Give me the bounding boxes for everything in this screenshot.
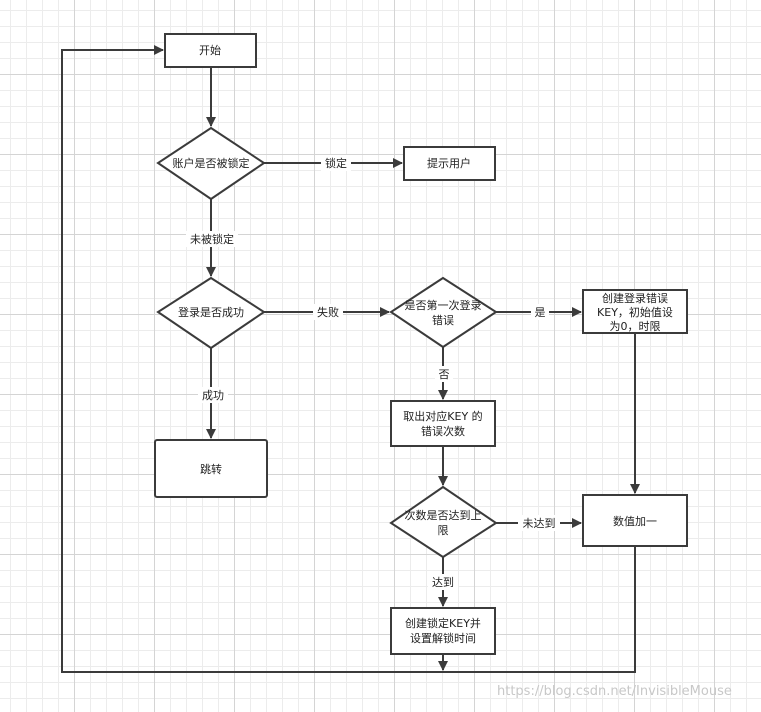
node-create-error-key-line1: 创建登录错误 bbox=[602, 291, 668, 305]
decision-login-success-check: 登录是否成功 bbox=[156, 276, 266, 350]
edge-label-not-reached: 未达到 bbox=[523, 517, 556, 530]
edge-label-success: 成功 bbox=[202, 389, 224, 402]
node-get-error-count: 取出对应KEY 的 错误次数 bbox=[390, 400, 496, 447]
node-jump-label: 跳转 bbox=[200, 462, 222, 476]
node-start-label: 开始 bbox=[199, 43, 221, 57]
decision-limit-check-line2: 限 bbox=[438, 524, 449, 537]
decision-first-error-label-line1: 是否第一次登录 bbox=[405, 298, 482, 312]
node-create-error-key-line3: 为0，时限 bbox=[610, 320, 661, 333]
decision-first-error-check: 是否第一次登录 错误 bbox=[389, 276, 498, 349]
node-create-error-key: 创建登录错误 KEY，初始值设 为0，时限 bbox=[582, 289, 688, 334]
edge-label-yes: 是 bbox=[535, 306, 546, 319]
decision-first-error-label-line2: 错误 bbox=[432, 313, 454, 327]
node-increment-label: 数值加一 bbox=[613, 515, 657, 528]
node-create-error-key-line2: KEY，初始值设 bbox=[597, 305, 673, 319]
watermark: https://blog.csdn.net/InvisibleMouse bbox=[497, 684, 732, 699]
edge-label-no: 否 bbox=[439, 368, 450, 381]
node-get-error-count-line2: 错误次数 bbox=[421, 424, 465, 438]
node-create-lock-key-line2: 设置解锁时间 bbox=[410, 631, 476, 645]
decision-locked-check: 账户是否被锁定 bbox=[156, 126, 266, 201]
decision-limit-check-line1: 次数是否达到上 bbox=[405, 508, 482, 522]
edge-label-reached: 达到 bbox=[432, 576, 454, 589]
edge-label-not-locked: 未被锁定 bbox=[190, 232, 234, 246]
edge-label-locked: 锁定 bbox=[325, 156, 347, 170]
node-start: 开始 bbox=[164, 33, 257, 68]
node-jump: 跳转 bbox=[154, 439, 268, 498]
edge-label-failed: 失败 bbox=[317, 305, 339, 319]
node-notify-user: 提示用户 bbox=[403, 146, 496, 181]
decision-login-success-label: 登录是否成功 bbox=[178, 305, 244, 319]
decision-locked-check-label: 账户是否被锁定 bbox=[173, 156, 250, 170]
node-create-lock-key-line1: 创建锁定KEY并 bbox=[405, 616, 481, 630]
edge-labels: 锁定 未被锁定 失败 是 成功 否 未达到 达到 bbox=[186, 155, 560, 590]
node-create-lock-key: 创建锁定KEY并 设置解锁时间 bbox=[390, 607, 496, 655]
connectors bbox=[61, 45, 640, 673]
decision-limit-check: 次数是否达到上 限 bbox=[389, 485, 498, 559]
edge-increment-loop-back bbox=[61, 45, 636, 673]
node-notify-user-label: 提示用户 bbox=[427, 156, 471, 170]
node-get-error-count-line1: 取出对应KEY 的 bbox=[403, 409, 482, 423]
node-increment: 数值加一 bbox=[582, 494, 688, 547]
